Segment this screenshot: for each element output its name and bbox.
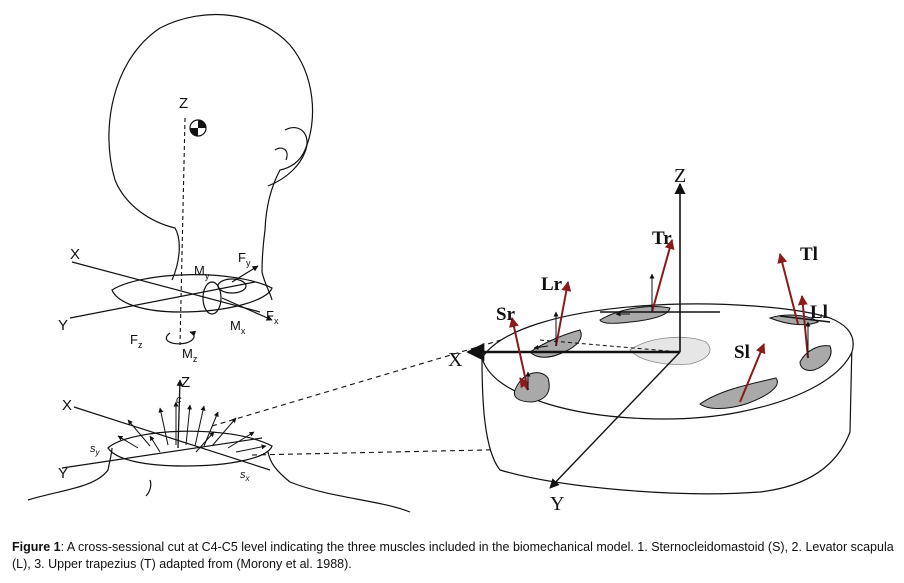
center-of-mass-marker (189, 119, 207, 137)
moment-x-label: Mx (230, 318, 246, 336)
right-axis-x-label: X (448, 349, 463, 371)
moment-y-label: My (194, 263, 210, 281)
lower-c-label: c (176, 394, 182, 406)
muscle-force-arrows (509, 239, 809, 403)
neck-stub (145, 479, 152, 497)
neck-back (261, 271, 273, 301)
force-y-label: Fy (238, 250, 251, 268)
caption-label: Figure 1 (12, 540, 61, 554)
moment-x-loop (202, 281, 222, 315)
shoulder-outline (27, 447, 411, 513)
upper-y-axis (69, 281, 256, 319)
upper-axis-y-label: Y (58, 317, 68, 334)
lower-x-axis (73, 406, 271, 471)
label-lr: Lr (541, 274, 563, 295)
lower-y-axis (61, 437, 263, 469)
lower-sy-label: sy (90, 443, 101, 457)
upper-axis-z-label: Z (179, 95, 188, 112)
right-y-axis (549, 351, 681, 489)
sl-force-arrow (739, 343, 766, 403)
moment-z-label: Mz (182, 346, 198, 364)
lr-force-arrow (555, 281, 572, 347)
lower-axis-y-label: Y (58, 465, 68, 482)
force-z-label: Fz (130, 332, 143, 350)
label-tr: Tr (652, 228, 672, 249)
lower-force-arrows (117, 401, 267, 453)
caption-text: : A cross-sessional cut at C4-C5 level i… (12, 540, 894, 571)
shoulder-drawing (27, 430, 411, 513)
tl-force-arrow (777, 253, 799, 325)
muscle-sl (699, 377, 778, 409)
force-y-arrow (231, 265, 259, 283)
force-x-label: Fx (266, 308, 279, 326)
connector-upper (211, 331, 529, 427)
lower-disc (107, 430, 273, 467)
lower-z-axis (176, 379, 184, 449)
lower-axis-x-label: X (62, 397, 72, 414)
lower-sx-label: sx (240, 469, 251, 483)
label-sl: Sl (734, 342, 750, 363)
force-x-arrow (221, 297, 273, 321)
upper-disc (111, 274, 273, 313)
upper-axis-x-label: X (70, 246, 80, 263)
head-drawing (108, 13, 314, 315)
right-axis-y-label: Y (550, 493, 564, 515)
head-outline (108, 13, 314, 273)
ll-force-arrow (797, 295, 809, 359)
tr-force-arrow (651, 239, 675, 313)
muscle-ll (799, 345, 832, 371)
upper-z-axis (179, 117, 186, 346)
muscle-component-arrows (525, 273, 811, 390)
inner-dashed-line (539, 339, 681, 353)
jaw-neck-line (114, 179, 180, 281)
right-axis-z-label: Z (674, 165, 686, 187)
sr-force-arrow-2 (519, 377, 530, 391)
lower-axis-z-label: Z (181, 374, 190, 391)
figure-caption: Figure 1: A cross-sessional cut at C4-C5… (12, 539, 896, 573)
label-tl: Tl (800, 244, 818, 265)
upper-x-axis (71, 261, 261, 313)
label-ll: Ll (810, 302, 828, 323)
moment-z-loop (165, 330, 197, 345)
ear-outline (267, 127, 308, 187)
moment-y-loop (217, 278, 247, 294)
label-sr: Sr (496, 304, 516, 325)
